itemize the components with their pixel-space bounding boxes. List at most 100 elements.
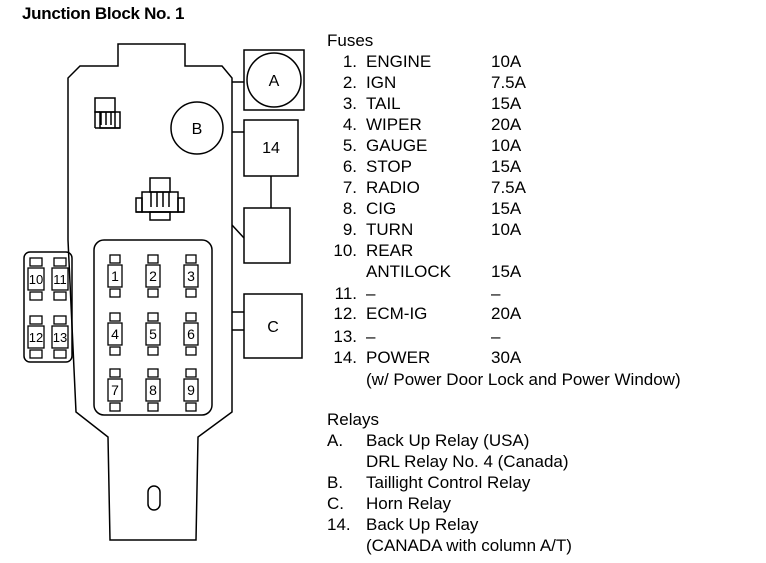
fuse-item-number: 12. bbox=[333, 304, 357, 323]
relay-item-key: C. bbox=[327, 494, 344, 513]
fuse-item-amperage: – bbox=[491, 284, 501, 303]
relay-item-text: Taillight Control Relay bbox=[366, 473, 531, 492]
fuse-slot-3: 3 bbox=[183, 254, 199, 298]
fuse-panel bbox=[93, 239, 213, 416]
page-title: Junction Block No. 1 bbox=[22, 4, 185, 23]
fuse-number-label: 1 bbox=[111, 268, 119, 284]
fuse-slot-9: 9 bbox=[183, 368, 199, 412]
relay-item-key: B. bbox=[327, 473, 344, 492]
fuse-slot-6: 6 bbox=[183, 312, 199, 356]
fuse-item-number: 4. bbox=[342, 115, 357, 134]
fuse-item-name: GAUGE bbox=[366, 136, 428, 155]
fuse-number-label: 12 bbox=[29, 330, 43, 345]
fuse-item-amperage: 15A bbox=[491, 157, 522, 176]
fuse-item-number: 14. bbox=[333, 348, 357, 367]
relay-item-text: (CANADA with column A/T) bbox=[366, 536, 572, 555]
mounting-slot bbox=[147, 485, 161, 511]
fuse-item-name: TURN bbox=[366, 220, 414, 239]
relay-item-text: DRL Relay No. 4 (Canada) bbox=[366, 452, 569, 471]
fuse-number-label: 4 bbox=[111, 326, 119, 342]
fuse-slot-1: 1 bbox=[107, 254, 123, 298]
relay-item-text: Back Up Relay bbox=[366, 515, 479, 534]
fuse-slot-8: 8 bbox=[145, 368, 161, 412]
fuse-slot-2: 2 bbox=[145, 254, 161, 298]
fuse-number-label: 13 bbox=[53, 330, 67, 345]
side-fuse-holder bbox=[23, 251, 73, 363]
fuse-item-amperage: 7.5A bbox=[491, 178, 526, 197]
fuse-number-label: 2 bbox=[149, 268, 157, 284]
fuse-slot-4: 4 bbox=[107, 312, 123, 356]
fuses-heading: Fuses bbox=[327, 31, 374, 50]
fuse-item-amperage: 15A bbox=[491, 262, 522, 281]
fuse-item-number: 8. bbox=[342, 199, 357, 218]
fuse-item-number: 5. bbox=[342, 136, 357, 155]
fuse-item-amperage: 10A bbox=[491, 220, 522, 239]
fuse-item-name: REAR bbox=[366, 241, 414, 260]
fuse-number-label: 5 bbox=[149, 326, 157, 342]
relay-b-label: B bbox=[192, 121, 203, 138]
fuse-slot-13: 13 bbox=[51, 315, 69, 359]
fuse-item-name: ECM-IG bbox=[366, 304, 428, 323]
relay-item-key: A. bbox=[327, 431, 344, 450]
fuse-item-name: STOP bbox=[366, 157, 412, 176]
relay-unlabeled-socket bbox=[243, 207, 291, 264]
fuse-item-name: ENGINE bbox=[366, 52, 432, 71]
fuse-item-amperage: 10A bbox=[491, 52, 522, 71]
fuse-item-name: – bbox=[366, 284, 376, 303]
fuse-item-amperage: 30A bbox=[491, 348, 522, 367]
fuse-item-name: TAIL bbox=[366, 94, 401, 113]
fuse-slot-11: 11 bbox=[51, 257, 69, 301]
fuse-slot-5: 5 bbox=[145, 312, 161, 356]
relay-c-label: C bbox=[267, 319, 279, 336]
fuse-number-label: 6 bbox=[187, 326, 195, 342]
top-connector bbox=[94, 97, 121, 129]
fuse-item-name: CIG bbox=[366, 199, 397, 218]
fuse-item-number: 10. bbox=[333, 241, 357, 260]
fuse-item-name: ANTILOCK bbox=[366, 262, 452, 281]
fuse-item-name: WIPER bbox=[366, 115, 422, 134]
fuse-number-label: 11 bbox=[53, 272, 67, 287]
fuse-slot-10: 10 bbox=[27, 257, 45, 301]
fuse-item-amperage: 20A bbox=[491, 304, 522, 323]
relay-item-key: 14. bbox=[327, 515, 351, 534]
fuse-item-number: 3. bbox=[342, 94, 357, 113]
fuse-item-amperage: 15A bbox=[491, 199, 522, 218]
relay-a-housing bbox=[243, 49, 305, 111]
fuse-number-label: 3 bbox=[187, 268, 195, 284]
relay-a-socket bbox=[246, 52, 302, 108]
fuse-item-name: POWER bbox=[366, 348, 431, 367]
fuse-14-note: (w/ Power Door Lock and Power Window) bbox=[366, 370, 681, 389]
fuse-number-label: 8 bbox=[149, 382, 157, 398]
relay-b-socket bbox=[170, 101, 224, 155]
fuse-item-name: IGN bbox=[366, 73, 397, 92]
fuse-item-amperage: 15A bbox=[491, 94, 522, 113]
fuse-item-amperage: 20A bbox=[491, 115, 522, 134]
fuse-item-number: 13. bbox=[333, 327, 357, 346]
fuse-item-number: 1. bbox=[342, 52, 357, 71]
fuse-item-number: 6. bbox=[342, 157, 357, 176]
fuse-item-number: 7. bbox=[342, 178, 357, 197]
fuse-slot-12: 12 bbox=[27, 315, 45, 359]
relay-14-label: 14 bbox=[262, 140, 280, 157]
fuse-item-amperage: 10A bbox=[491, 136, 522, 155]
fuse-item-name: RADIO bbox=[366, 178, 420, 197]
fuse-number-label: 10 bbox=[29, 272, 43, 287]
fuse-number-label: 9 bbox=[187, 382, 195, 398]
fuse-item-number: 11. bbox=[334, 284, 357, 303]
fuse-number-label: 7 bbox=[111, 382, 119, 398]
fuse-item-number: 9. bbox=[342, 220, 357, 239]
relay-item-text: Back Up Relay (USA) bbox=[366, 431, 530, 450]
fuse-slot-7: 7 bbox=[107, 368, 123, 412]
fuse-item-number: 2. bbox=[342, 73, 357, 92]
middle-connector bbox=[135, 177, 185, 221]
fuse-item-amperage: – bbox=[491, 327, 501, 346]
relays-heading: Relays bbox=[327, 410, 379, 429]
junction-block-housing bbox=[67, 43, 233, 541]
relay-item-text: Horn Relay bbox=[366, 494, 452, 513]
fuse-item-amperage: 7.5A bbox=[491, 73, 526, 92]
fuse-item-name: – bbox=[366, 327, 376, 346]
relay-a-label: A bbox=[269, 73, 280, 90]
